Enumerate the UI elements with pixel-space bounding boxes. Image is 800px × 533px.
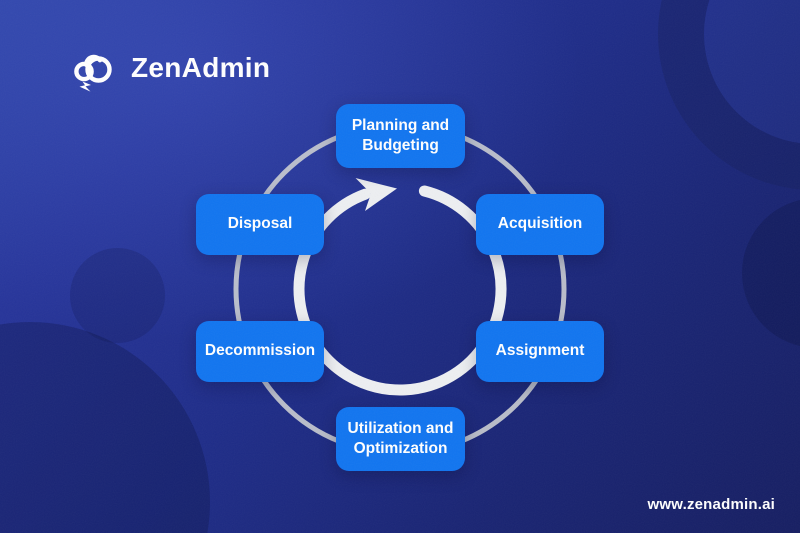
website-url: www.zenadmin.ai (647, 496, 775, 513)
stage-utilization-and-optimization: Utilization and Optimization (336, 407, 465, 471)
brand-logo: ZenAdmin (70, 44, 270, 92)
stage-label: Disposal (227, 215, 293, 233)
brand-name: ZenAdmin (131, 52, 271, 83)
outer-ring-circle (233, 122, 567, 456)
stage-label: Assignment (495, 342, 585, 360)
stage-label: Acquisition (497, 215, 583, 233)
stage-label: Decommission (204, 342, 316, 360)
stage-acquisition: Acquisition (476, 194, 604, 255)
inner-ring-arc (293, 185, 507, 396)
stage-decommission: Decommission (196, 321, 324, 382)
stage-assignment: Assignment (476, 321, 604, 382)
cloud-lightning-icon (74, 54, 112, 92)
stage-label: Utilization and Optimization (347, 419, 454, 457)
stage-disposal: Disposal (196, 194, 324, 255)
stage-label: Planning and Budgeting (351, 116, 450, 154)
stage-planning-and-budgeting: Planning and Budgeting (336, 104, 465, 168)
